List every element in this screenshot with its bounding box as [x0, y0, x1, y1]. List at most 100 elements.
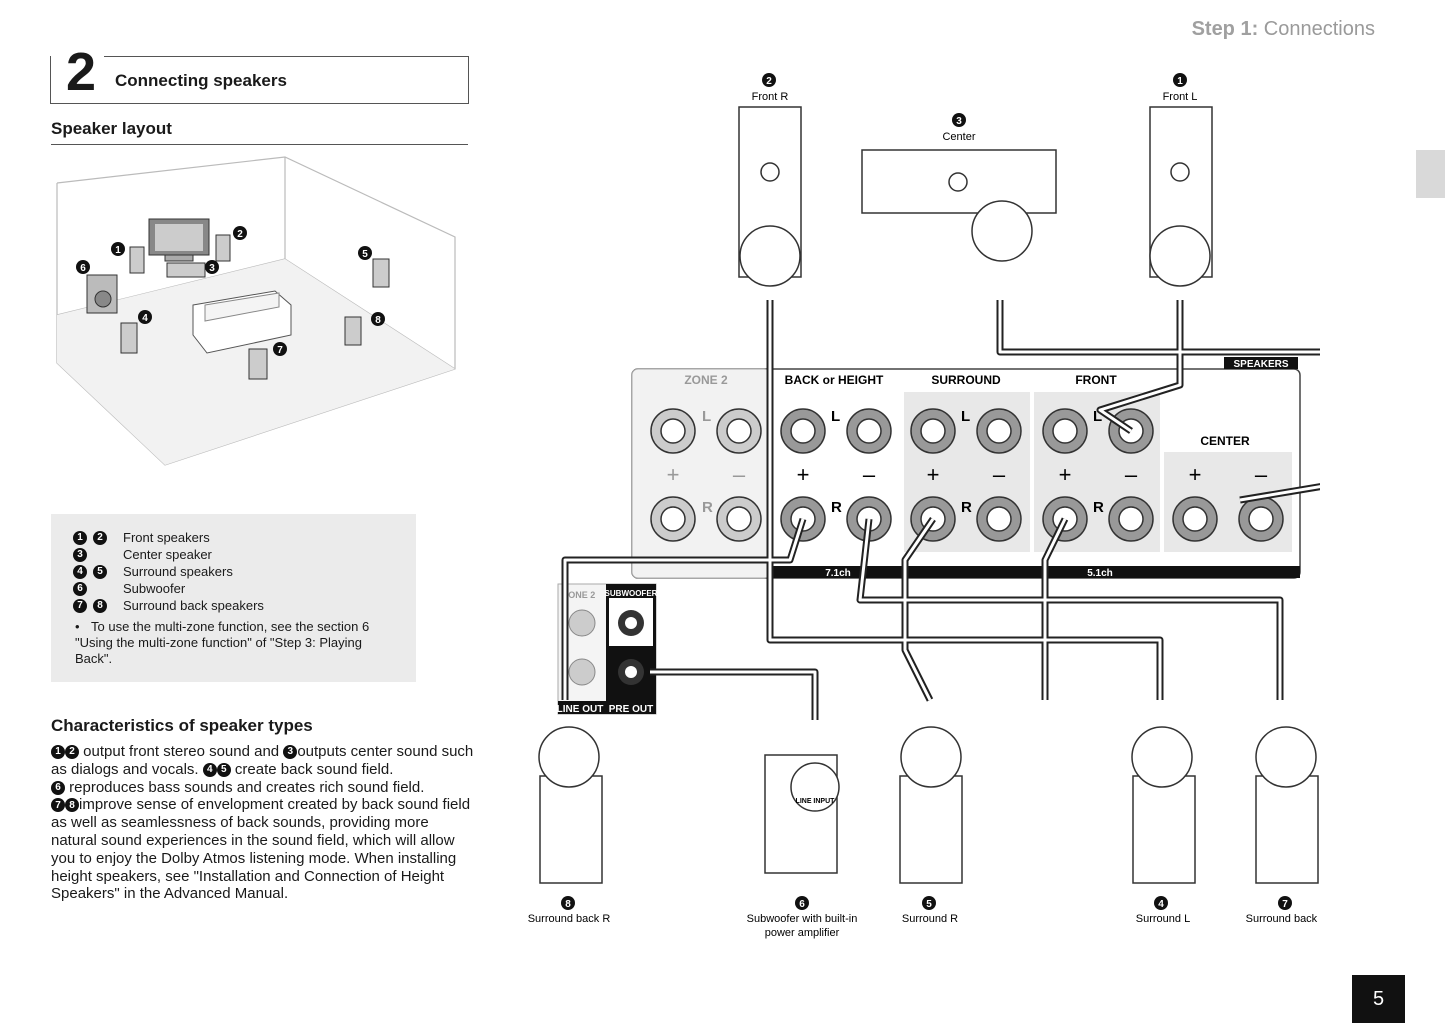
wiring-diagram: 7.1ch 5.1ch SPEAKERS ZONE 2 BACK or HEIG…: [528, 73, 1320, 939]
surround-plus: +: [927, 462, 940, 487]
num-badge: 4: [202, 762, 217, 777]
center-label-top: Center: [942, 131, 975, 143]
back-L: L: [831, 408, 840, 425]
top-num-2: 2: [766, 76, 772, 87]
room-num-2: 2: [237, 229, 243, 240]
line-input-label: LINE INPUT: [796, 798, 836, 805]
back-R: R: [831, 499, 842, 516]
zone2-area: [631, 368, 771, 579]
center-minus: –: [1255, 462, 1268, 487]
num-badge: 6: [51, 780, 65, 795]
room-num-8: 8: [375, 315, 381, 326]
zone2-label: ZONE 2: [684, 373, 728, 387]
num-badge: 8: [65, 798, 79, 813]
num-badge: 2: [93, 530, 107, 545]
front-plus: +: [1059, 462, 1072, 487]
surround-back-r-speaker: [539, 775, 603, 884]
num-badge: 2: [65, 745, 79, 760]
room-num-3: 3: [209, 263, 215, 274]
line-out-label: LINE OUT: [557, 704, 604, 715]
zone2-plus: +: [667, 462, 680, 487]
label-5-1ch: 5.1ch: [1087, 568, 1113, 579]
front-l-label: Front L: [1163, 91, 1198, 103]
front-label: FRONT: [1075, 373, 1117, 387]
num-badge: 5: [216, 762, 231, 777]
section-box-top-rule: [104, 56, 468, 57]
bottom-num-5: 5: [926, 899, 932, 910]
section-box: [50, 56, 469, 104]
subwoofer-jack-label: SUBWOOFER: [605, 589, 658, 598]
surround-back-r-label: Surround back R: [528, 913, 611, 925]
surround-r-label: Surround R: [902, 913, 958, 925]
legend-text: Subwoofer: [123, 581, 186, 596]
room-num-1: 1: [115, 245, 121, 256]
surround-minus: –: [993, 462, 1006, 487]
step-header: Step 1: Connections: [1191, 18, 1375, 40]
bottom-num-6: 6: [799, 899, 805, 910]
center-plus: +: [1189, 462, 1202, 487]
characteristics-heading: Characteristics of speaker types: [51, 716, 313, 735]
front-R: R: [1093, 499, 1104, 516]
heading-rule: [51, 144, 468, 145]
surround-l-speaker: [1132, 775, 1196, 884]
back-plus: +: [797, 462, 810, 487]
num-badge: 7: [51, 798, 65, 813]
back-height-label: BACK or HEIGHT: [785, 373, 884, 387]
room-illustration: 1 2 3 4 5 6 7 8: [56, 156, 456, 466]
surround-l-label: Surround L: [1136, 913, 1190, 925]
label-7-1ch: 7.1ch: [825, 568, 851, 579]
front-minus: –: [1125, 462, 1138, 487]
back-minus: –: [863, 462, 876, 487]
front-r-label: Front R: [752, 91, 789, 103]
speakers-tag: SPEAKERS: [1233, 359, 1288, 370]
pre-out-label: PRE OUT: [609, 704, 653, 715]
num-badge: 5: [93, 564, 107, 579]
legend-row: 3 Center speaker: [73, 547, 212, 562]
num-badge: 1: [73, 530, 87, 545]
surround-L: L: [961, 408, 970, 425]
room-num-5: 5: [362, 249, 368, 260]
sub-zone2: ZONE 2: [563, 590, 596, 600]
zone2-minus: –: [733, 462, 746, 487]
bottom-num-8: 8: [565, 899, 571, 910]
num-badge: 6: [73, 581, 87, 596]
bottom-num-4: 4: [1158, 899, 1164, 910]
num-badge: 3: [73, 547, 87, 562]
room-num-6: 6: [80, 263, 86, 274]
page-number: 5: [1352, 975, 1405, 1023]
top-num-1: 1: [1177, 76, 1183, 87]
legend-text: Surround speakers: [123, 564, 233, 579]
legend-note: •To use the multi-zone function, see the…: [75, 619, 370, 666]
num-badge: 7: [73, 598, 87, 613]
zone2-L: L: [702, 408, 711, 425]
room-num-4: 4: [142, 313, 148, 324]
legend-row: 6 Subwoofer: [73, 581, 185, 596]
surround-R: R: [961, 499, 972, 516]
section-number: 2: [66, 42, 97, 102]
surround-label: SURROUND: [931, 373, 1001, 387]
top-num-3: 3: [956, 116, 962, 127]
num-badge: 4: [73, 564, 87, 579]
center-label: CENTER: [1200, 434, 1250, 448]
num-badge: 1: [51, 745, 65, 760]
section-title: Connecting speakers: [115, 71, 287, 90]
zone2-R: R: [702, 499, 713, 516]
speaker-layout-heading: Speaker layout: [51, 119, 172, 138]
room-num-7: 7: [277, 345, 283, 356]
front-L: L: [1093, 408, 1102, 425]
side-tab: [1416, 150, 1445, 198]
subwoofer-label: Subwoofer with built-in: [747, 913, 858, 925]
num-badge: 8: [93, 598, 107, 613]
surround-back-l-label: Surround back L: [1246, 913, 1320, 925]
bottom-num-7: 7: [1282, 899, 1288, 910]
num-badge: 3: [283, 745, 298, 760]
legend-text: Front speakers: [123, 530, 210, 545]
surround-r-speaker: [899, 775, 963, 884]
legend-text: Center speaker: [123, 547, 212, 562]
legend-text: Surround back speakers: [123, 598, 264, 613]
